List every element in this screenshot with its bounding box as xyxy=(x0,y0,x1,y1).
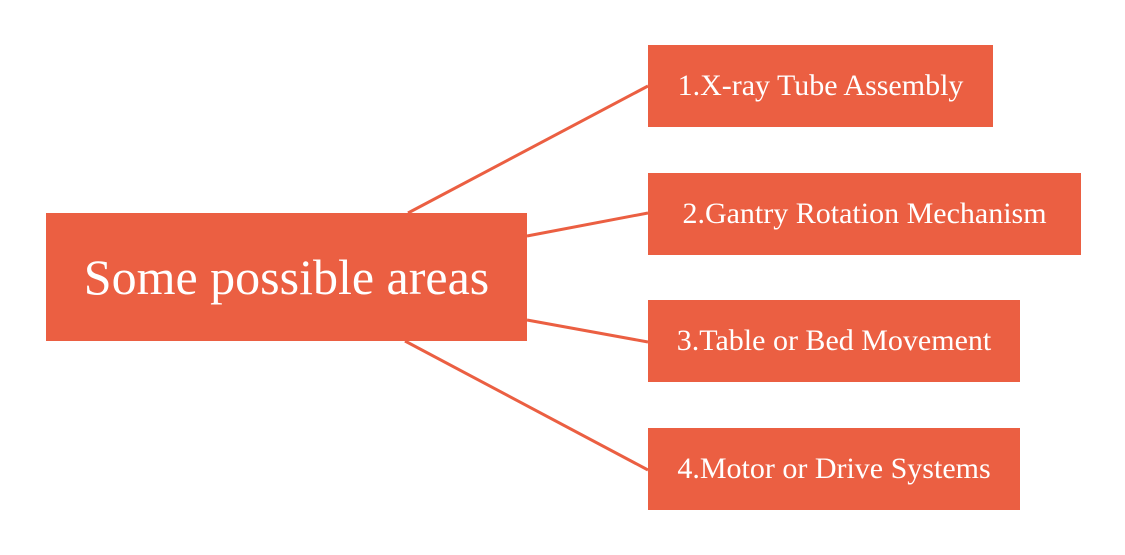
central-node: Some possible areas xyxy=(46,213,527,341)
connector-2 xyxy=(526,211,649,238)
branch-node-3: 3.Table or Bed Movement xyxy=(648,300,1020,382)
branch-node-2: 2.Gantry Rotation Mechanism xyxy=(648,173,1081,255)
connector-3 xyxy=(526,318,649,344)
branch-node-1: 1.X-ray Tube Assembly xyxy=(648,45,993,127)
branch-node-4: 4.Motor or Drive Systems xyxy=(648,428,1020,510)
connector-1 xyxy=(407,84,649,215)
connector-4 xyxy=(404,339,649,472)
